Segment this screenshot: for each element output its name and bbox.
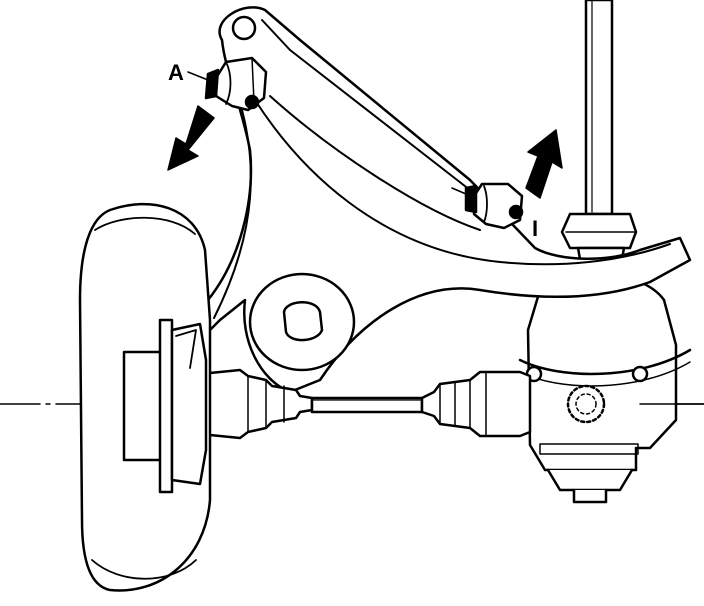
drive-flange — [566, 384, 606, 424]
callout-label-i: I — [532, 216, 538, 241]
bolt-icon — [508, 204, 524, 220]
pivot-hole — [231, 15, 257, 41]
bolt-icon — [244, 94, 260, 110]
bolt-icon — [631, 365, 649, 383]
bushing-i — [451, 182, 524, 230]
drive-shaft — [198, 368, 532, 440]
arrow-down-left-icon — [167, 105, 215, 171]
wheel — [78, 202, 212, 592]
strut — [560, 0, 638, 272]
arrow-up-right-icon — [525, 129, 563, 199]
control-arm — [206, 6, 692, 394]
callout-label-a: A — [168, 60, 184, 85]
differential-housing — [518, 272, 704, 504]
bushing-a — [187, 56, 268, 112]
